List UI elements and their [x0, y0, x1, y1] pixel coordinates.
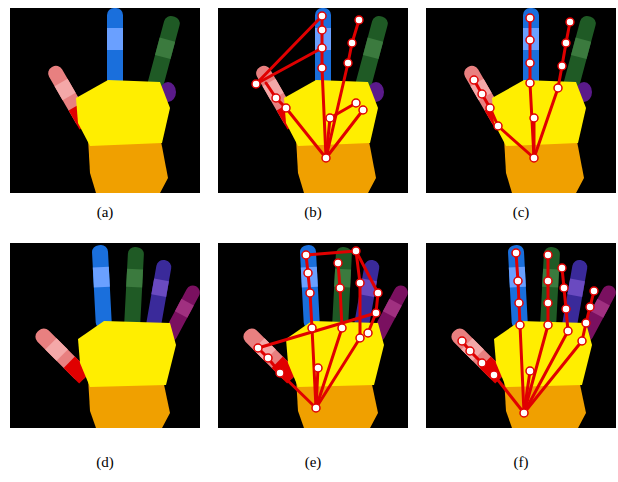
- panel-label: (c): [513, 204, 530, 221]
- panel-label: (b): [304, 204, 322, 221]
- panel-label: (f): [514, 454, 529, 471]
- panel-label: (d): [96, 454, 114, 471]
- panel-label: (e): [305, 454, 322, 471]
- panel-label: (a): [97, 204, 114, 221]
